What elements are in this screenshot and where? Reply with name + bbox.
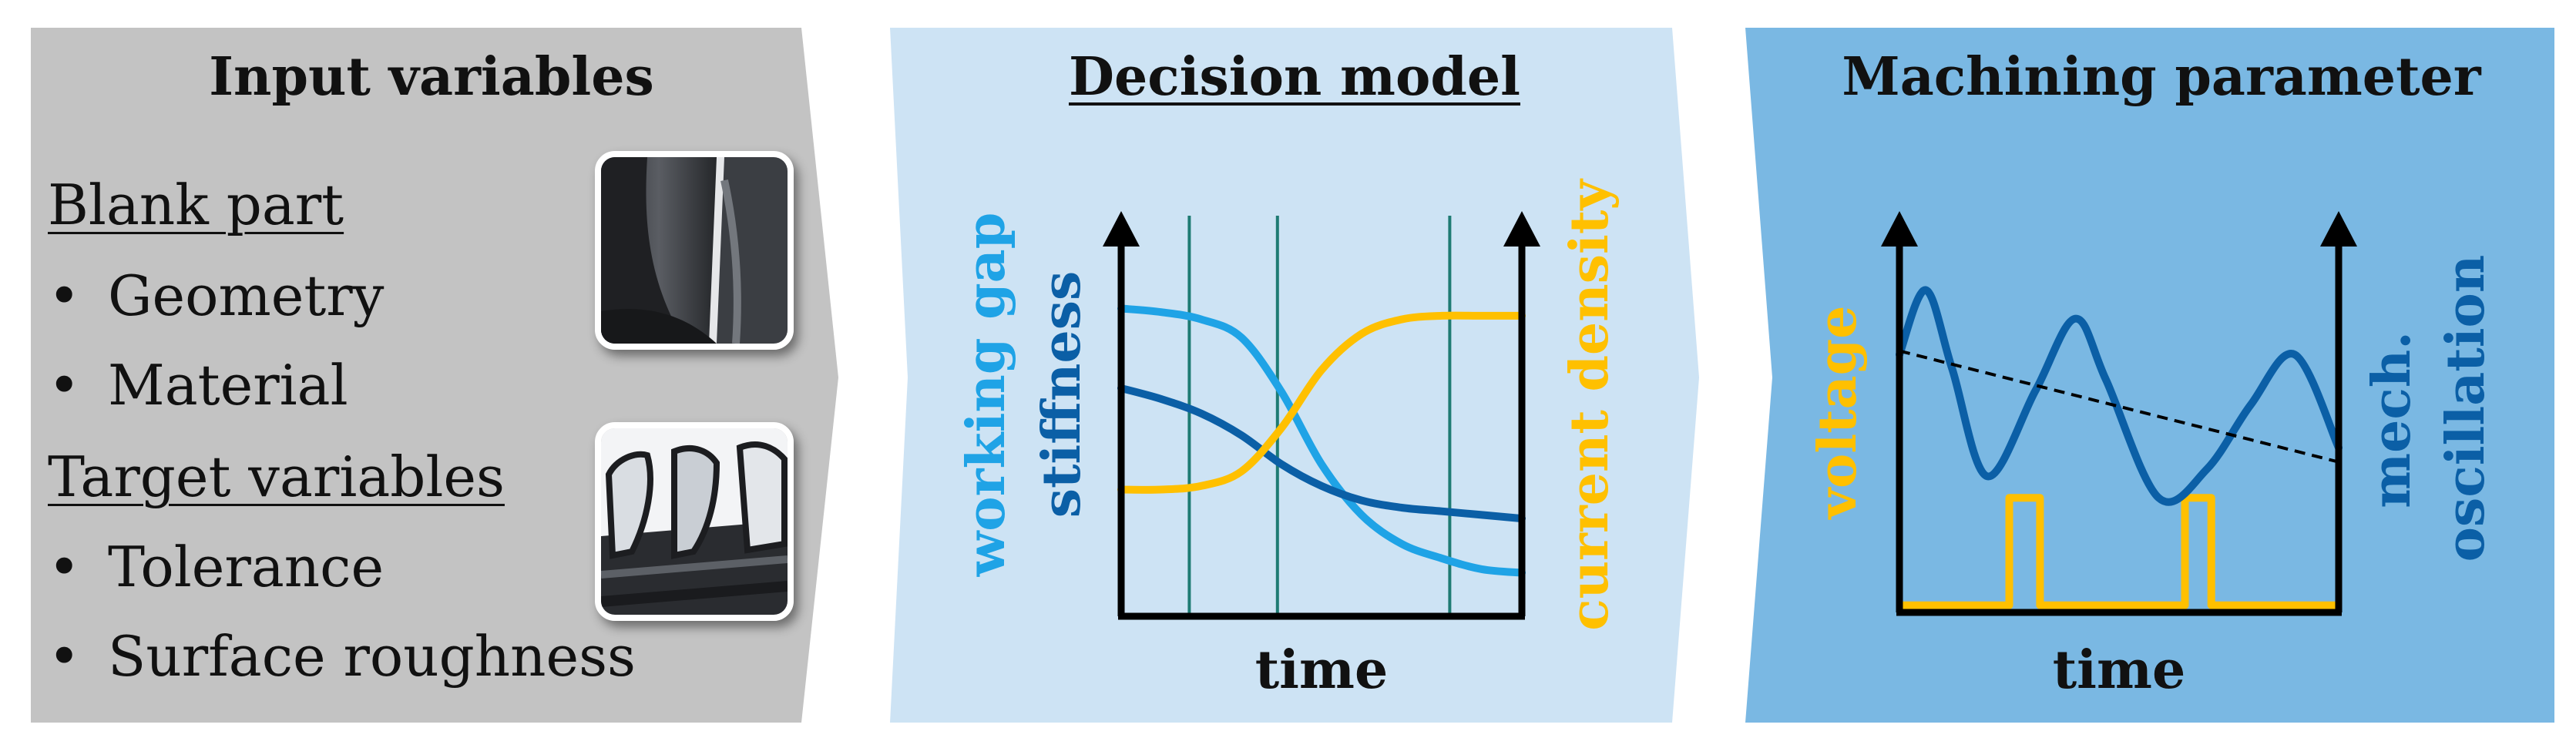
machining-panel-background: [1745, 28, 2554, 723]
machining-panel-title: Machining parameter: [1842, 46, 2481, 108]
blank-part-photo: [595, 151, 794, 350]
list-item-label: Material: [108, 353, 348, 418]
bullet-icon: •: [48, 263, 81, 328]
trend-dashed-line: [1899, 349, 2339, 464]
list-item-label: Tolerance: [108, 535, 385, 599]
machining-x-axis-label: time: [2052, 639, 2186, 701]
current-density-label: current density: [1559, 179, 1620, 631]
decision-x-axis-label: time: [1254, 639, 1389, 701]
series-line-working-gap: [1117, 304, 1526, 577]
list-item-label: Geometry: [108, 263, 385, 328]
machining-y2-axis-arrow-icon: [2320, 211, 2357, 247]
voltage-label: voltage: [1807, 305, 1869, 519]
oscillation-label: oscillation: [2435, 254, 2497, 562]
list-item: • Tolerance: [48, 535, 384, 599]
bullet-icon: •: [48, 535, 81, 599]
series-line-current-density: [1117, 311, 1526, 494]
mech-label: mech.: [2361, 331, 2423, 508]
target-part-photo: [595, 422, 794, 621]
blisk-image: [601, 428, 788, 615]
decision-y-axis-arrow-icon: [1103, 211, 1140, 247]
list-item: • Material: [48, 353, 348, 418]
input-panel-title: Input variables: [209, 46, 654, 108]
machining-y-axis-arrow-icon: [1881, 211, 1918, 247]
list-item: • Surface roughness: [48, 624, 636, 689]
list-item: • Geometry: [48, 263, 384, 328]
list-item-label: Surface roughness: [108, 624, 636, 689]
bullet-icon: •: [48, 353, 81, 418]
decision-panel-title: Decision model: [1068, 46, 1520, 108]
series-line-mech-oscillation: [1896, 286, 2343, 506]
decision-panel-background: [890, 28, 1699, 723]
bullet-icon: •: [48, 624, 81, 689]
series-line-stiffness: [1117, 384, 1526, 523]
decision-model-chart: [1103, 211, 1540, 620]
turbine-blade-image: [601, 157, 788, 344]
target-variables-heading: Target variables: [48, 444, 505, 509]
working-gap-label: working gap: [956, 212, 1017, 577]
stiffness-label: stiffness: [1031, 270, 1093, 518]
blank-part-heading: Blank part: [48, 173, 344, 237]
decision-y2-axis-arrow-icon: [1503, 211, 1540, 247]
series-line-voltage: [1899, 494, 2339, 609]
machining-parameter-chart: [1881, 211, 2357, 616]
